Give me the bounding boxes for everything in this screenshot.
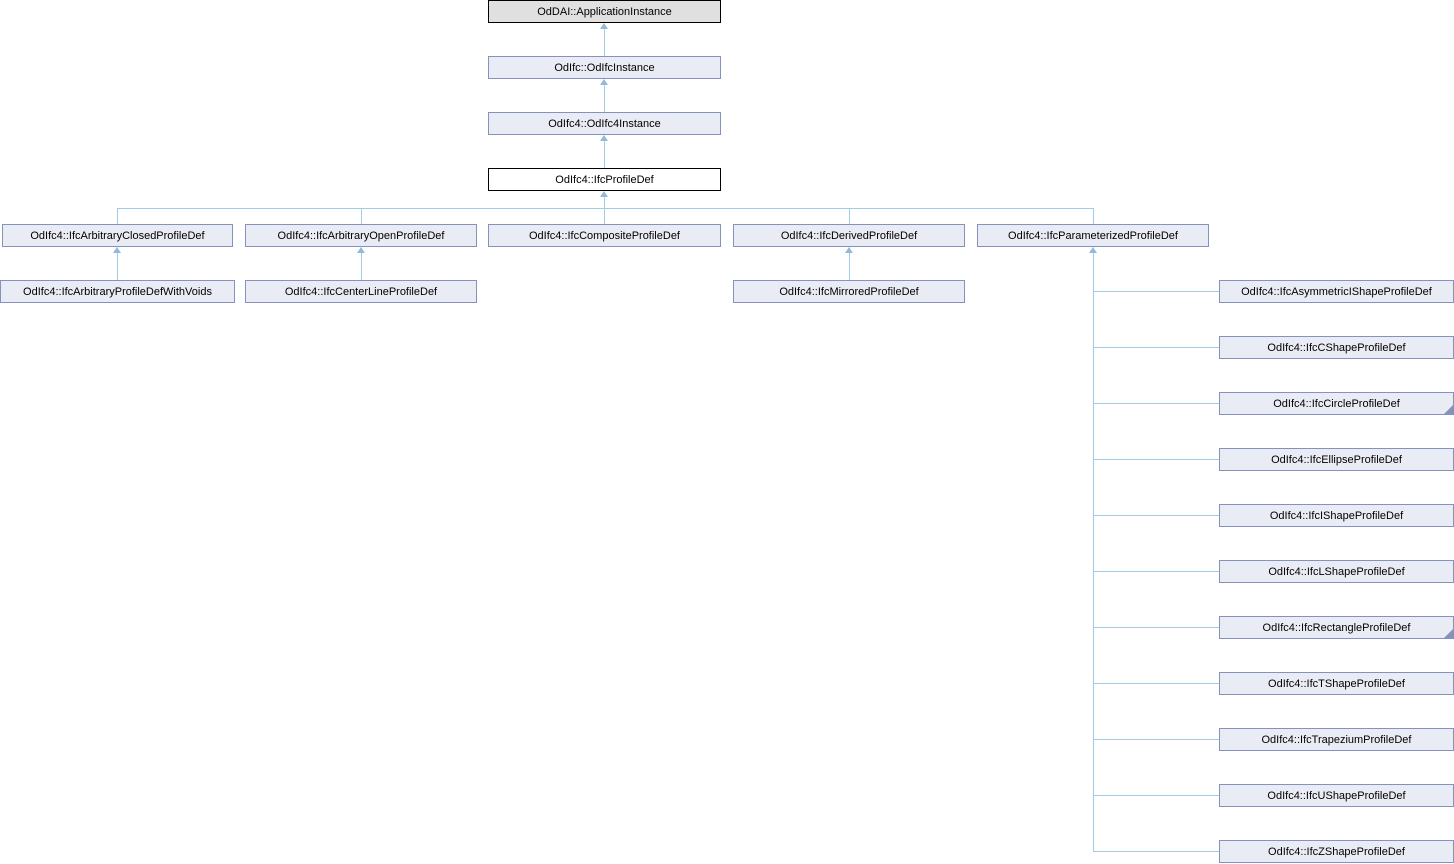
- node-ifc-l-shape-profile-def[interactable]: OdIfc4::IfcLShapeProfileDef: [1219, 560, 1454, 583]
- arrow-up-icon: [600, 191, 608, 197]
- inheritance-edge: [1093, 291, 1219, 292]
- node-ifc-derived-profile-def[interactable]: OdIfc4::IfcDerivedProfileDef: [733, 224, 965, 247]
- node-ifc-arbitrary-profile-def-with-voids[interactable]: OdIfc4::IfcArbitraryProfileDefWithVoids: [0, 280, 235, 303]
- class-label: OdIfc4::IfcAsymmetricIShapeProfileDef: [1241, 285, 1432, 298]
- arrow-up-icon: [1089, 247, 1097, 253]
- arrow-up-icon: [600, 135, 608, 141]
- inheritance-edge: [1093, 571, 1219, 572]
- inheritance-edge: [1093, 515, 1219, 516]
- class-label: OdIfc4::IfcCompositeProfileDef: [528, 229, 680, 242]
- node-ifc-rectangle-profile-def[interactable]: OdIfc4::IfcRectangleProfileDef: [1219, 616, 1454, 639]
- arrow-up-icon: [113, 247, 121, 253]
- node-ifc-c-shape-profile-def[interactable]: OdIfc4::IfcCShapeProfileDef: [1219, 336, 1454, 359]
- inheritance-edge: [604, 197, 605, 224]
- inheritance-edge: [117, 253, 118, 280]
- class-label: OdIfc4::IfcEllipseProfileDef: [1271, 453, 1402, 466]
- class-label: OdIfc4::IfcProfileDef: [555, 173, 654, 186]
- class-label: OdIfc::OdIfcInstance: [554, 61, 655, 74]
- truncated-children-icon: [1444, 629, 1453, 638]
- node-odifc-instance[interactable]: OdIfc::OdIfcInstance: [488, 56, 721, 79]
- inheritance-edge: [117, 208, 118, 224]
- arrow-up-icon: [845, 247, 853, 253]
- inheritance-edge: [1093, 795, 1219, 796]
- class-label: OdIfc4::IfcMirroredProfileDef: [779, 285, 919, 298]
- node-ifc-i-shape-profile-def[interactable]: OdIfc4::IfcIShapeProfileDef: [1219, 504, 1454, 527]
- inheritance-edge: [1093, 459, 1219, 460]
- arrow-up-icon: [357, 247, 365, 253]
- inheritance-edge: [361, 208, 362, 224]
- node-ifc-composite-profile-def[interactable]: OdIfc4::IfcCompositeProfileDef: [488, 224, 721, 247]
- inheritance-edge: [1093, 253, 1094, 851]
- class-label: OdIfc4::IfcTShapeProfileDef: [1268, 677, 1405, 690]
- inheritance-edge: [1093, 739, 1219, 740]
- class-label: OdIfc4::IfcArbitraryProfileDefWithVoids: [23, 285, 212, 298]
- node-ifc-mirrored-profile-def[interactable]: OdIfc4::IfcMirroredProfileDef: [733, 280, 965, 303]
- inheritance-edge: [117, 208, 1093, 209]
- class-label: OdIfc4::IfcRectangleProfileDef: [1262, 621, 1411, 634]
- node-ifc-arbitrary-closed-profile-def[interactable]: OdIfc4::IfcArbitraryClosedProfileDef: [2, 224, 233, 247]
- inheritance-edge: [1093, 347, 1219, 348]
- inheritance-edge: [1093, 403, 1219, 404]
- class-label: OdIfc4::IfcIShapeProfileDef: [1269, 509, 1404, 522]
- node-ifc-arbitrary-open-profile-def[interactable]: OdIfc4::IfcArbitraryOpenProfileDef: [245, 224, 477, 247]
- class-label: OdIfc4::IfcCenterLineProfileDef: [284, 285, 438, 298]
- class-label: OdIfc4::IfcCShapeProfileDef: [1267, 341, 1406, 354]
- class-label: OdIfc4::IfcCircleProfileDef: [1273, 397, 1400, 410]
- node-ifc-asymmetric-i-shape-profile-def[interactable]: OdIfc4::IfcAsymmetricIShapeProfileDef: [1219, 280, 1454, 303]
- inheritance-edge: [604, 29, 605, 56]
- inheritance-edge: [1093, 683, 1219, 684]
- inheritance-edge: [1093, 851, 1219, 852]
- arrow-up-icon: [600, 23, 608, 29]
- inheritance-edge: [604, 141, 605, 168]
- node-ifc-z-shape-profile-def[interactable]: OdIfc4::IfcZShapeProfileDef: [1219, 840, 1454, 863]
- node-ifc-u-shape-profile-def[interactable]: OdIfc4::IfcUShapeProfileDef: [1219, 784, 1454, 807]
- node-ifc-circle-profile-def[interactable]: OdIfc4::IfcCircleProfileDef: [1219, 392, 1454, 415]
- class-label: OdIfc4::OdIfc4Instance: [548, 117, 661, 130]
- class-label: OdIfc4::IfcTrapeziumProfileDef: [1261, 733, 1412, 746]
- node-odifc4-instance[interactable]: OdIfc4::OdIfc4Instance: [488, 112, 721, 135]
- class-label: OdDAI::ApplicationInstance: [537, 5, 672, 18]
- inheritance-edge: [1093, 208, 1094, 224]
- class-label: OdIfc4::IfcZShapeProfileDef: [1268, 845, 1405, 858]
- inheritance-edge: [604, 85, 605, 112]
- node-ifc-profile-def: OdIfc4::IfcProfileDef: [488, 168, 721, 191]
- class-label: OdIfc4::IfcUShapeProfileDef: [1267, 789, 1406, 802]
- arrow-up-icon: [600, 79, 608, 85]
- inheritance-edge: [361, 253, 362, 280]
- node-ifc-parameterized-profile-def[interactable]: OdIfc4::IfcParameterizedProfileDef: [977, 224, 1209, 247]
- class-label: OdIfc4::IfcDerivedProfileDef: [780, 229, 918, 242]
- class-label: OdIfc4::IfcArbitraryClosedProfileDef: [30, 229, 205, 242]
- inheritance-edge: [849, 253, 850, 280]
- truncated-children-icon: [1444, 405, 1453, 414]
- class-label: OdIfc4::IfcArbitraryOpenProfileDef: [277, 229, 445, 242]
- node-ifc-center-line-profile-def[interactable]: OdIfc4::IfcCenterLineProfileDef: [245, 280, 477, 303]
- node-ifc-ellipse-profile-def[interactable]: OdIfc4::IfcEllipseProfileDef: [1219, 448, 1454, 471]
- node-ifc-t-shape-profile-def[interactable]: OdIfc4::IfcTShapeProfileDef: [1219, 672, 1454, 695]
- inheritance-edge: [1093, 627, 1219, 628]
- class-label: OdIfc4::IfcLShapeProfileDef: [1268, 565, 1405, 578]
- node-ifc-trapezium-profile-def[interactable]: OdIfc4::IfcTrapeziumProfileDef: [1219, 728, 1454, 751]
- class-label: OdIfc4::IfcParameterizedProfileDef: [1008, 229, 1178, 242]
- node-oddai-application-instance: OdDAI::ApplicationInstance: [488, 0, 721, 23]
- inheritance-edge: [849, 208, 850, 224]
